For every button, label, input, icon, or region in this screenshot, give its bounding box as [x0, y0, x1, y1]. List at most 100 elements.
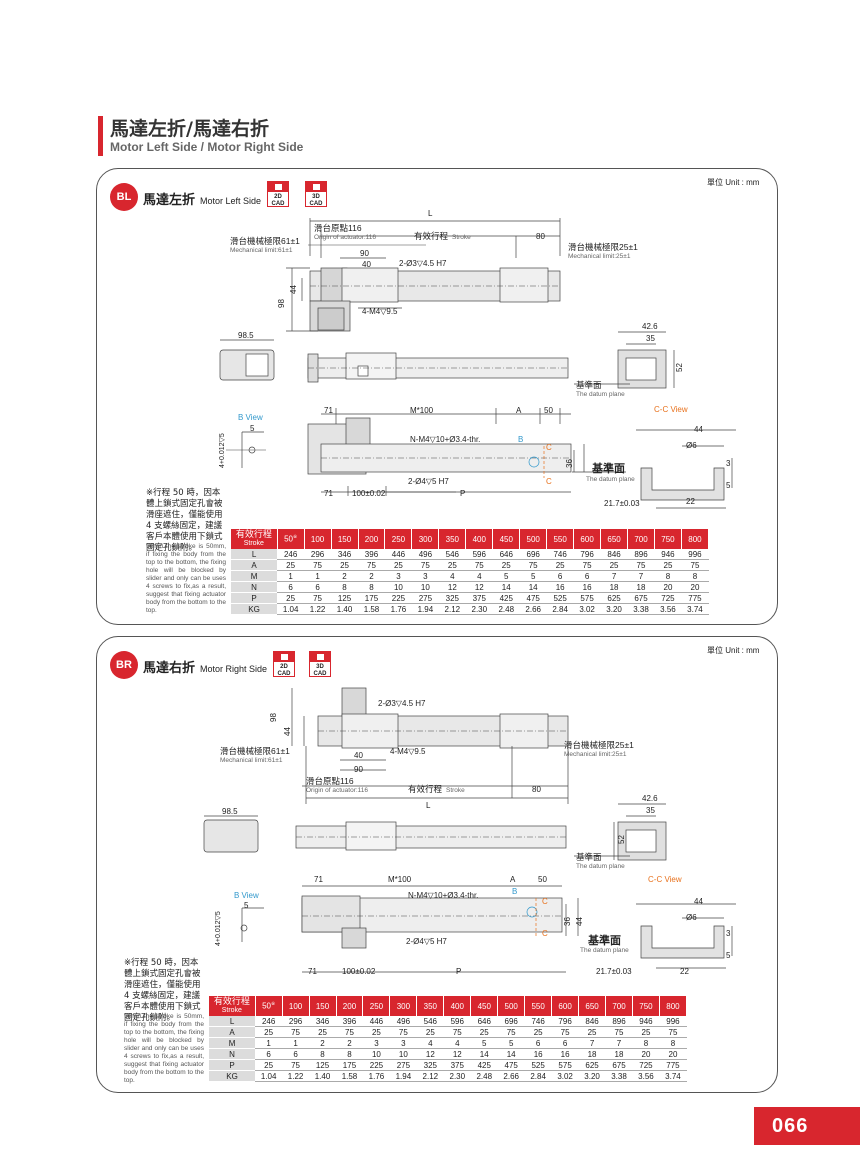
dim-42-6: 42.6: [642, 794, 658, 803]
table-cell: 18: [600, 581, 628, 593]
page-subtitle: Motor Left Side / Motor Right Side: [110, 140, 304, 154]
table-cell: 25: [277, 559, 305, 571]
table-cell: 75: [282, 1059, 310, 1071]
table-cell: 175: [336, 1059, 363, 1071]
page-number: 066: [754, 1107, 860, 1145]
hole-spec-1: 2-Ø3▽4.5 H7: [378, 699, 426, 708]
table-cell: 6: [255, 1048, 283, 1060]
label-C-top: C: [546, 443, 552, 452]
table-cell: 12: [416, 1048, 444, 1060]
section-badge: BR: [110, 651, 138, 679]
table-cell: 325: [438, 592, 466, 604]
table-cell: 7: [605, 1037, 633, 1049]
table-cell: 25: [632, 1026, 660, 1038]
table-cell: 18: [578, 1048, 606, 1060]
dim-5-cc: 5: [726, 481, 731, 490]
stroke-col: 200: [358, 529, 386, 549]
table-cell: 4: [465, 570, 493, 582]
table-cell: 8: [358, 581, 385, 593]
table-cell: 3: [362, 1037, 390, 1049]
mech-left-zh: 滑台機械極限61±1: [230, 236, 300, 246]
table-cell: 725: [654, 592, 682, 604]
table-cell: 8: [336, 1048, 363, 1060]
table-cell: 3.38: [627, 603, 655, 615]
table-cell: 3: [411, 570, 439, 582]
table-cell: 6: [282, 1048, 310, 1060]
table-cell: 75: [389, 1026, 417, 1038]
origin-en: Origin of actuator:116: [314, 234, 376, 241]
table-cell: 225: [362, 1059, 390, 1071]
table-cell: 125: [331, 592, 358, 604]
origin-en: Origin of actuator:116: [306, 787, 368, 794]
table-cell: 75: [304, 559, 332, 571]
section-title-zh: 馬達右折: [143, 661, 196, 676]
table-cell: 346: [309, 1016, 336, 1027]
stroke-col: 300: [389, 996, 418, 1016]
dim-36: 36: [563, 917, 572, 926]
row-label: N: [209, 1048, 256, 1060]
stroke-col: 50※: [277, 529, 305, 549]
table-cell: 10: [362, 1048, 390, 1060]
dim-L: L: [426, 801, 431, 810]
stroke-col: 400: [443, 996, 472, 1016]
row-label: N: [231, 581, 278, 593]
row-label: A: [231, 559, 278, 571]
table-cell: 25: [524, 1026, 552, 1038]
table-cell: 6: [524, 1037, 552, 1049]
dim-5: 5: [244, 901, 249, 910]
table-cell: 646: [492, 549, 520, 560]
datum-zh: 基準面: [576, 852, 602, 862]
table-cell: 20: [654, 581, 682, 593]
dim-21-7: 21.7±0.03: [604, 499, 640, 508]
dim-71: 71: [324, 406, 333, 415]
stroke-col: 350: [438, 529, 467, 549]
table-cell: 25: [277, 592, 305, 604]
row-label: M: [231, 570, 278, 582]
dim-3: 3: [726, 929, 731, 938]
table-cell: 696: [497, 1016, 525, 1027]
table-cell: 14: [470, 1048, 498, 1060]
table-cell: 75: [443, 1026, 471, 1038]
table-cell: 2: [331, 570, 358, 582]
dim-90: 90: [354, 765, 363, 774]
origin-zh: 滑台原點116: [314, 223, 362, 233]
dim-80: 80: [536, 232, 545, 241]
table-cell: 25: [416, 1026, 444, 1038]
table-cell: 1.22: [282, 1070, 310, 1082]
stroke-col: 200: [336, 996, 364, 1016]
table-cell: 7: [627, 570, 655, 582]
dim-44-side: 44: [575, 917, 584, 926]
table-cell: 996: [659, 1016, 687, 1027]
tap-spec: N-M4▽10+Ø3.4-thr.: [408, 891, 478, 900]
stroke-col: 650: [578, 996, 607, 1016]
dim-98-5: 98.5: [222, 807, 238, 816]
stroke-zh: 有效行程: [414, 231, 449, 241]
dim-A: A: [516, 406, 522, 415]
table-cell: 296: [282, 1016, 310, 1027]
table-cell: 796: [551, 1016, 579, 1027]
stroke-col: 650: [600, 529, 629, 549]
stroke-col: 800: [681, 529, 710, 549]
section-badge: BL: [110, 183, 138, 211]
dim-90: 90: [360, 249, 369, 258]
table-cell: 596: [465, 549, 493, 560]
table-cell: 675: [605, 1059, 633, 1071]
hole-spec-2: 4-M4▽9.5: [362, 307, 398, 316]
table-cell: 6: [277, 581, 305, 593]
table-cell: 775: [659, 1059, 687, 1071]
table-cell: 18: [627, 581, 655, 593]
table-cell: 16: [524, 1048, 552, 1060]
table-cell: 1: [282, 1037, 310, 1049]
table-cell: 2.30: [465, 603, 493, 615]
drawing-bl: L 滑台原點116 Origin of actuator:116 有效行程 St…: [219, 209, 736, 509]
dim-50: 50: [538, 875, 547, 884]
